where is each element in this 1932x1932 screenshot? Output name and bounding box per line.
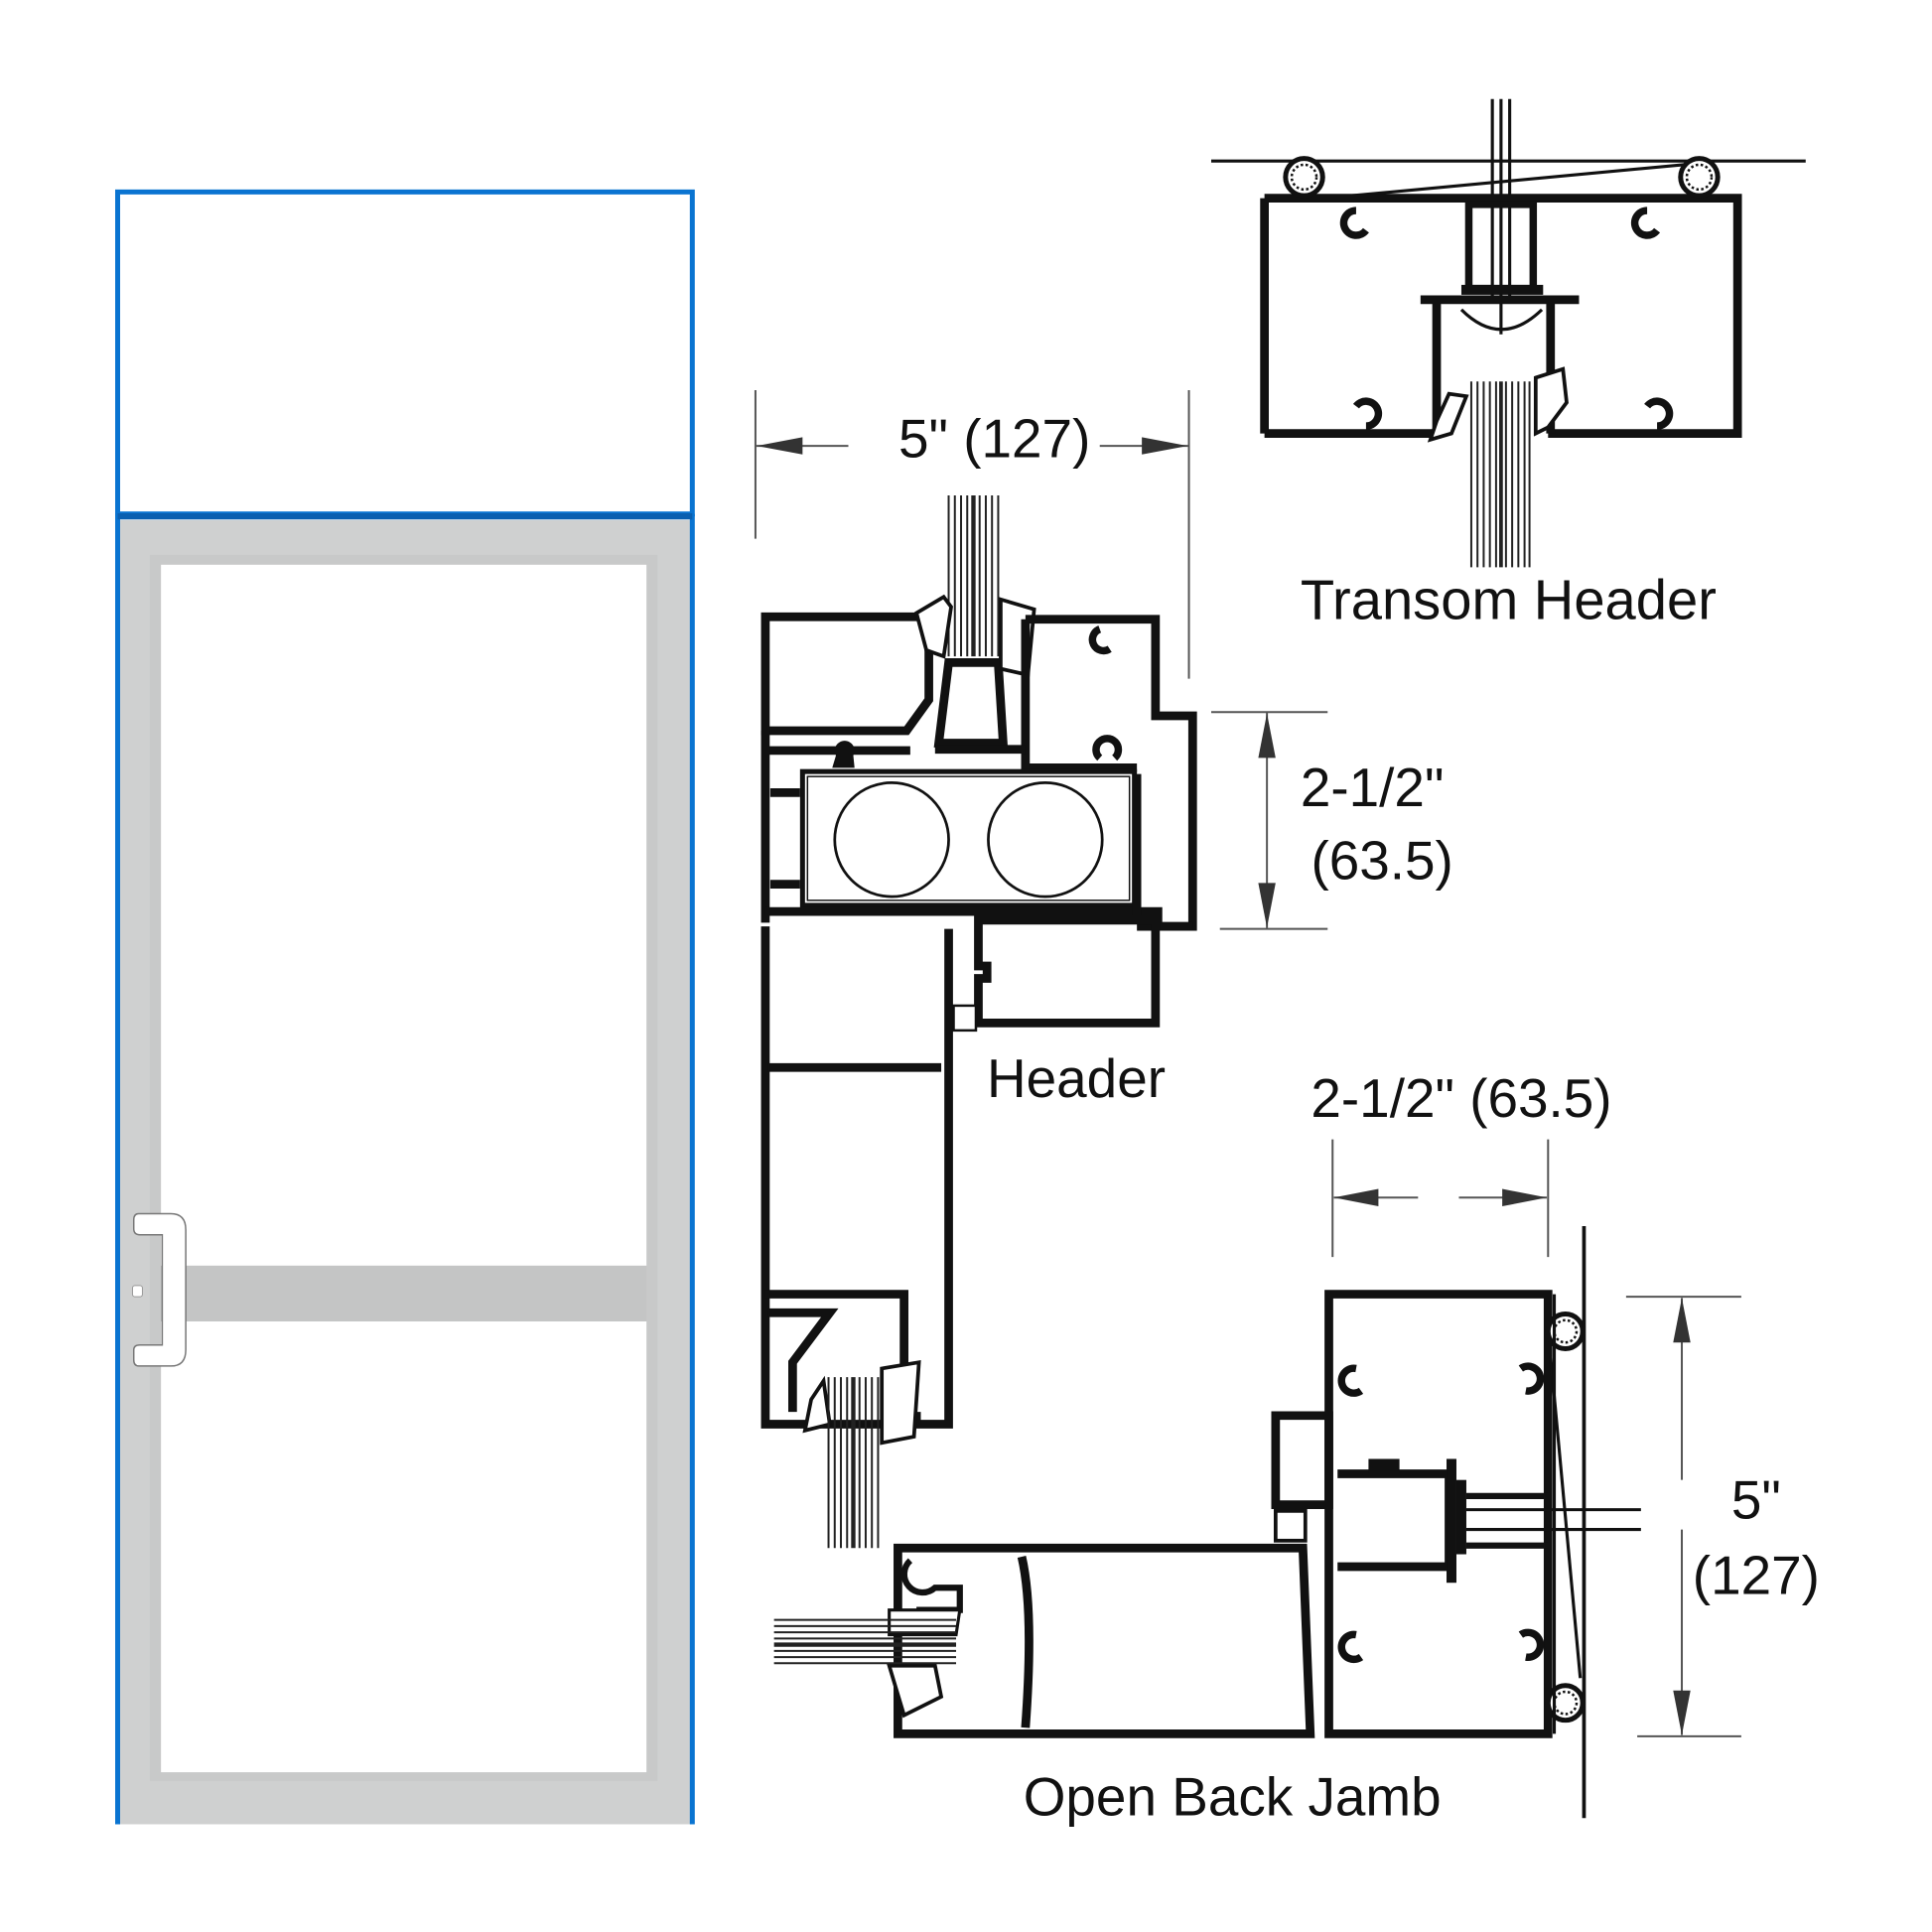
header-lower-glass-lines (827, 1377, 880, 1549)
dim-jamb-depth-line2: (127) (1693, 1544, 1820, 1605)
transom-glass-lines (1467, 381, 1533, 568)
closer-box (799, 768, 1138, 908)
dimension-header-width: 5" (127) (754, 389, 1190, 679)
open-back-jamb-label: Open Back Jamb (1024, 1766, 1442, 1828)
header-detail: Header (760, 494, 1197, 1549)
closer-cylinder-icon (987, 781, 1104, 898)
closer-cylinder-icon (833, 781, 950, 898)
dim-jamb-width-label: 2-1/2" (63.5) (1311, 1067, 1611, 1129)
dim-header-width-label: 5" (127) (898, 407, 1090, 469)
header-label: Header (987, 1047, 1166, 1109)
dimension-header-height: 2-1/2" (63.5) (1210, 711, 1453, 930)
open-back-jamb-detail: Open Back Jamb (773, 1225, 1641, 1828)
header-glass-lines (947, 494, 1000, 657)
lower-glass (161, 1321, 647, 1773)
door-elevation (115, 189, 695, 1825)
mid-rail (161, 1265, 647, 1322)
transom-header-label: Transom Header (1301, 569, 1717, 631)
pull-handle-icon (132, 1212, 187, 1367)
transom-header-detail: Transom Header (1210, 98, 1806, 631)
jamb-glass-lines (773, 1618, 957, 1665)
dim-jamb-depth-line1: 5" (1731, 1468, 1781, 1530)
transom-panel (115, 189, 695, 517)
dimension-jamb-depth: 5" (127) (1625, 1296, 1820, 1737)
upper-glass (161, 564, 647, 1266)
dim-header-height-line1: 2-1/2" (1301, 757, 1445, 818)
dim-header-height-line2: (63.5) (1311, 830, 1452, 892)
lock-cylinder-icon (131, 1285, 143, 1298)
dimension-jamb-width: 2-1/2" (63.5) (1311, 1067, 1612, 1258)
